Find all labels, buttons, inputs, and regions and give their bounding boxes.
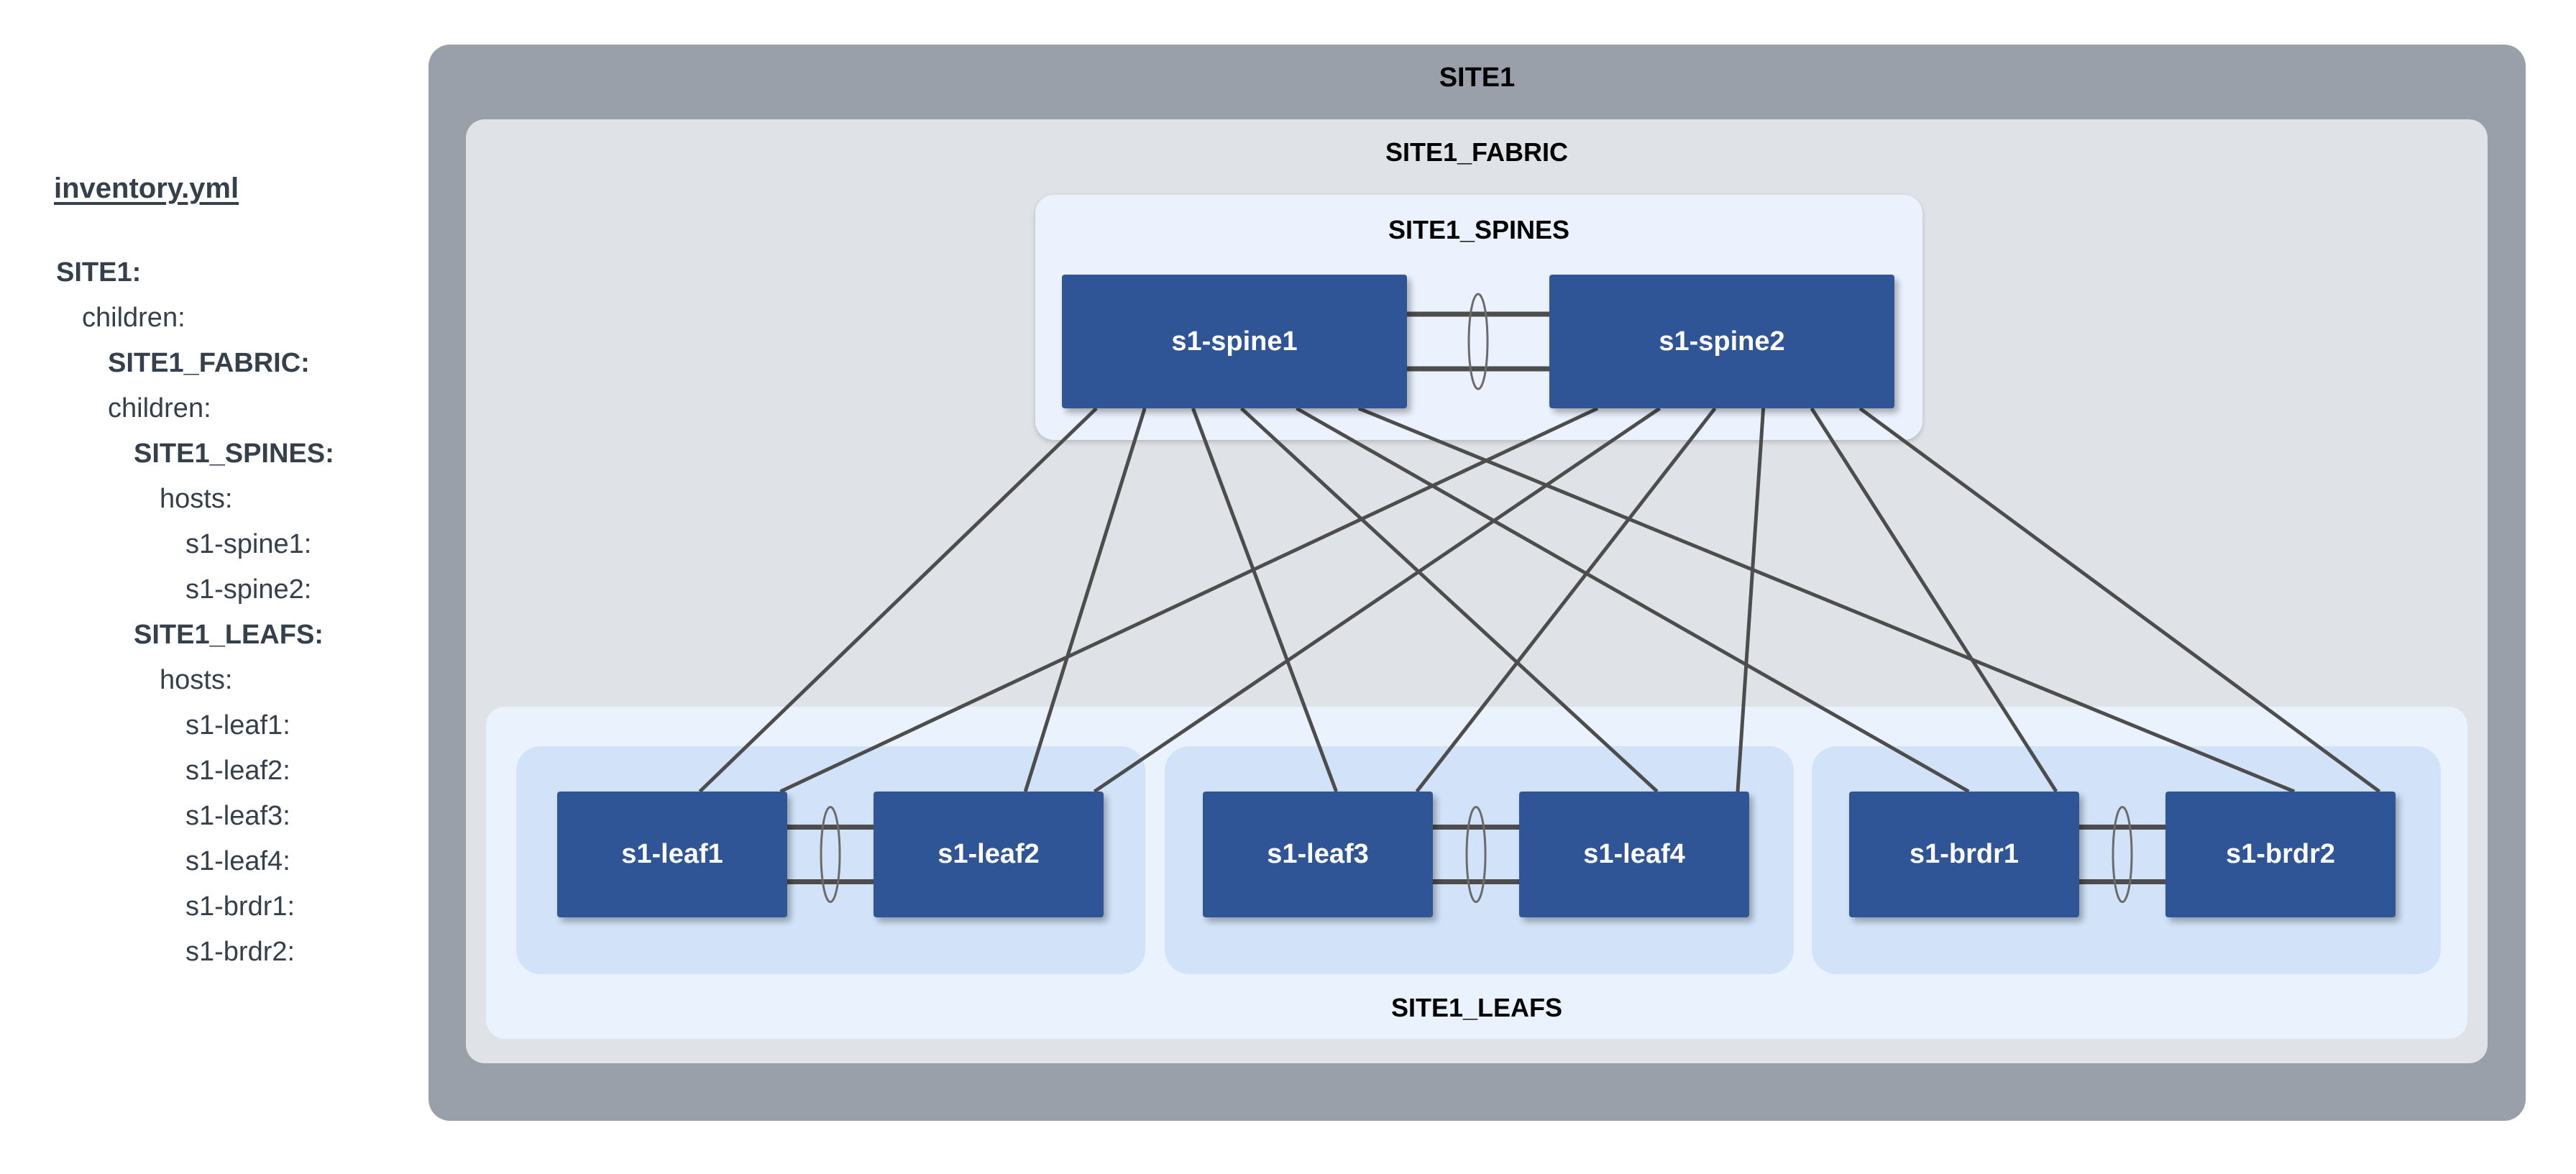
group-site1-fabric-label: SITE1_FABRIC: [1385, 137, 1569, 167]
node-s1-leaf4[interactable]: s1-leaf4: [1519, 792, 1749, 917]
yaml-line: s1-brdr2:: [185, 937, 295, 967]
node-s1-brdr1[interactable]: s1-brdr1: [1849, 792, 2079, 917]
node-s1-brdr2[interactable]: s1-brdr2: [2165, 792, 2396, 917]
node-s1-spine1[interactable]: s1-spine1: [1062, 275, 1407, 408]
node-s1-leaf2[interactable]: s1-leaf2: [874, 792, 1104, 917]
group-site1-leafs-label: SITE1_LEAFS: [1390, 993, 1563, 1022]
group-site1-label: SITE1: [1439, 63, 1516, 93]
yaml-line: SITE1_LEAFS:: [134, 620, 324, 650]
group-site1-spines-label: SITE1_SPINES: [1388, 215, 1570, 244]
yaml-line: s1-spine2:: [185, 574, 312, 605]
yaml-line: s1-leaf4:: [185, 846, 290, 876]
yaml-line: children:: [82, 303, 185, 333]
node-s1-leaf3[interactable]: s1-leaf3: [1203, 792, 1433, 917]
yaml-line: hosts:: [160, 665, 233, 695]
yaml-line: SITE1_SPINES:: [134, 439, 334, 469]
yaml-line: children:: [108, 393, 211, 423]
node-s1-leaf1[interactable]: s1-leaf1: [557, 792, 787, 917]
yaml-line: s1-leaf1:: [185, 710, 290, 740]
yaml-line: hosts:: [160, 484, 233, 514]
node-s1-spine2[interactable]: s1-spine2: [1549, 275, 1894, 408]
yaml-line: SITE1:: [56, 257, 142, 288]
yaml-line: s1-spine1:: [185, 529, 312, 559]
yaml-line: SITE1_FABRIC:: [108, 348, 310, 378]
inventory-file-title: inventory.yml: [54, 173, 239, 204]
yaml-line: s1-leaf3:: [185, 801, 290, 831]
yaml-line: s1-leaf2:: [185, 756, 290, 786]
inventory-yaml-panel: inventory.yml SITE1: children: SITE1_FABRI…: [0, 0, 403, 1174]
yaml-line: s1-brdr1:: [185, 891, 295, 922]
